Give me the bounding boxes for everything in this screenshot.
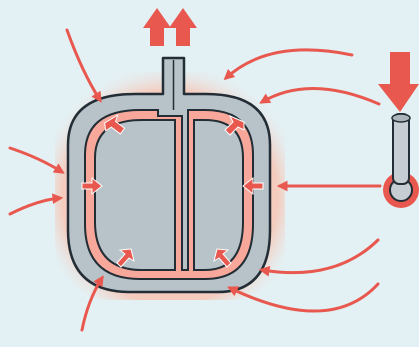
inward-arrow-icon — [104, 113, 126, 135]
curved-arrow-icon — [65, 28, 102, 103]
inner-cavity-right — [193, 119, 244, 271]
internal-pressure-arrows — [81, 113, 264, 268]
curved-arrow-icon — [227, 282, 380, 313]
curved-arrow-icon — [8, 193, 64, 216]
curved-arrow-icon — [80, 275, 104, 332]
inward-arrow-icon — [81, 176, 103, 196]
curved-arrow-icon — [259, 87, 381, 106]
curved-arrow-icon — [8, 146, 65, 174]
up-arrow-icon — [169, 8, 197, 46]
inward-arrow-icon — [116, 248, 135, 268]
curved-arrow-icon — [223, 48, 354, 81]
up-arrow-icon — [143, 8, 171, 46]
inward-arrow-icon — [213, 248, 232, 268]
inward-arrow-icon — [242, 176, 264, 196]
curved-arrow-icon — [258, 238, 380, 277]
outflow-arrows — [143, 8, 197, 46]
inner-cavity-left — [94, 119, 176, 271]
rubber-stopper-icon — [378, 52, 419, 208]
stopper-cap — [391, 113, 411, 123]
compression-arrow — [378, 52, 419, 112]
stopper-stem — [392, 113, 410, 185]
external-pressure-arrows — [8, 28, 382, 332]
inward-arrow-icon — [224, 115, 245, 136]
